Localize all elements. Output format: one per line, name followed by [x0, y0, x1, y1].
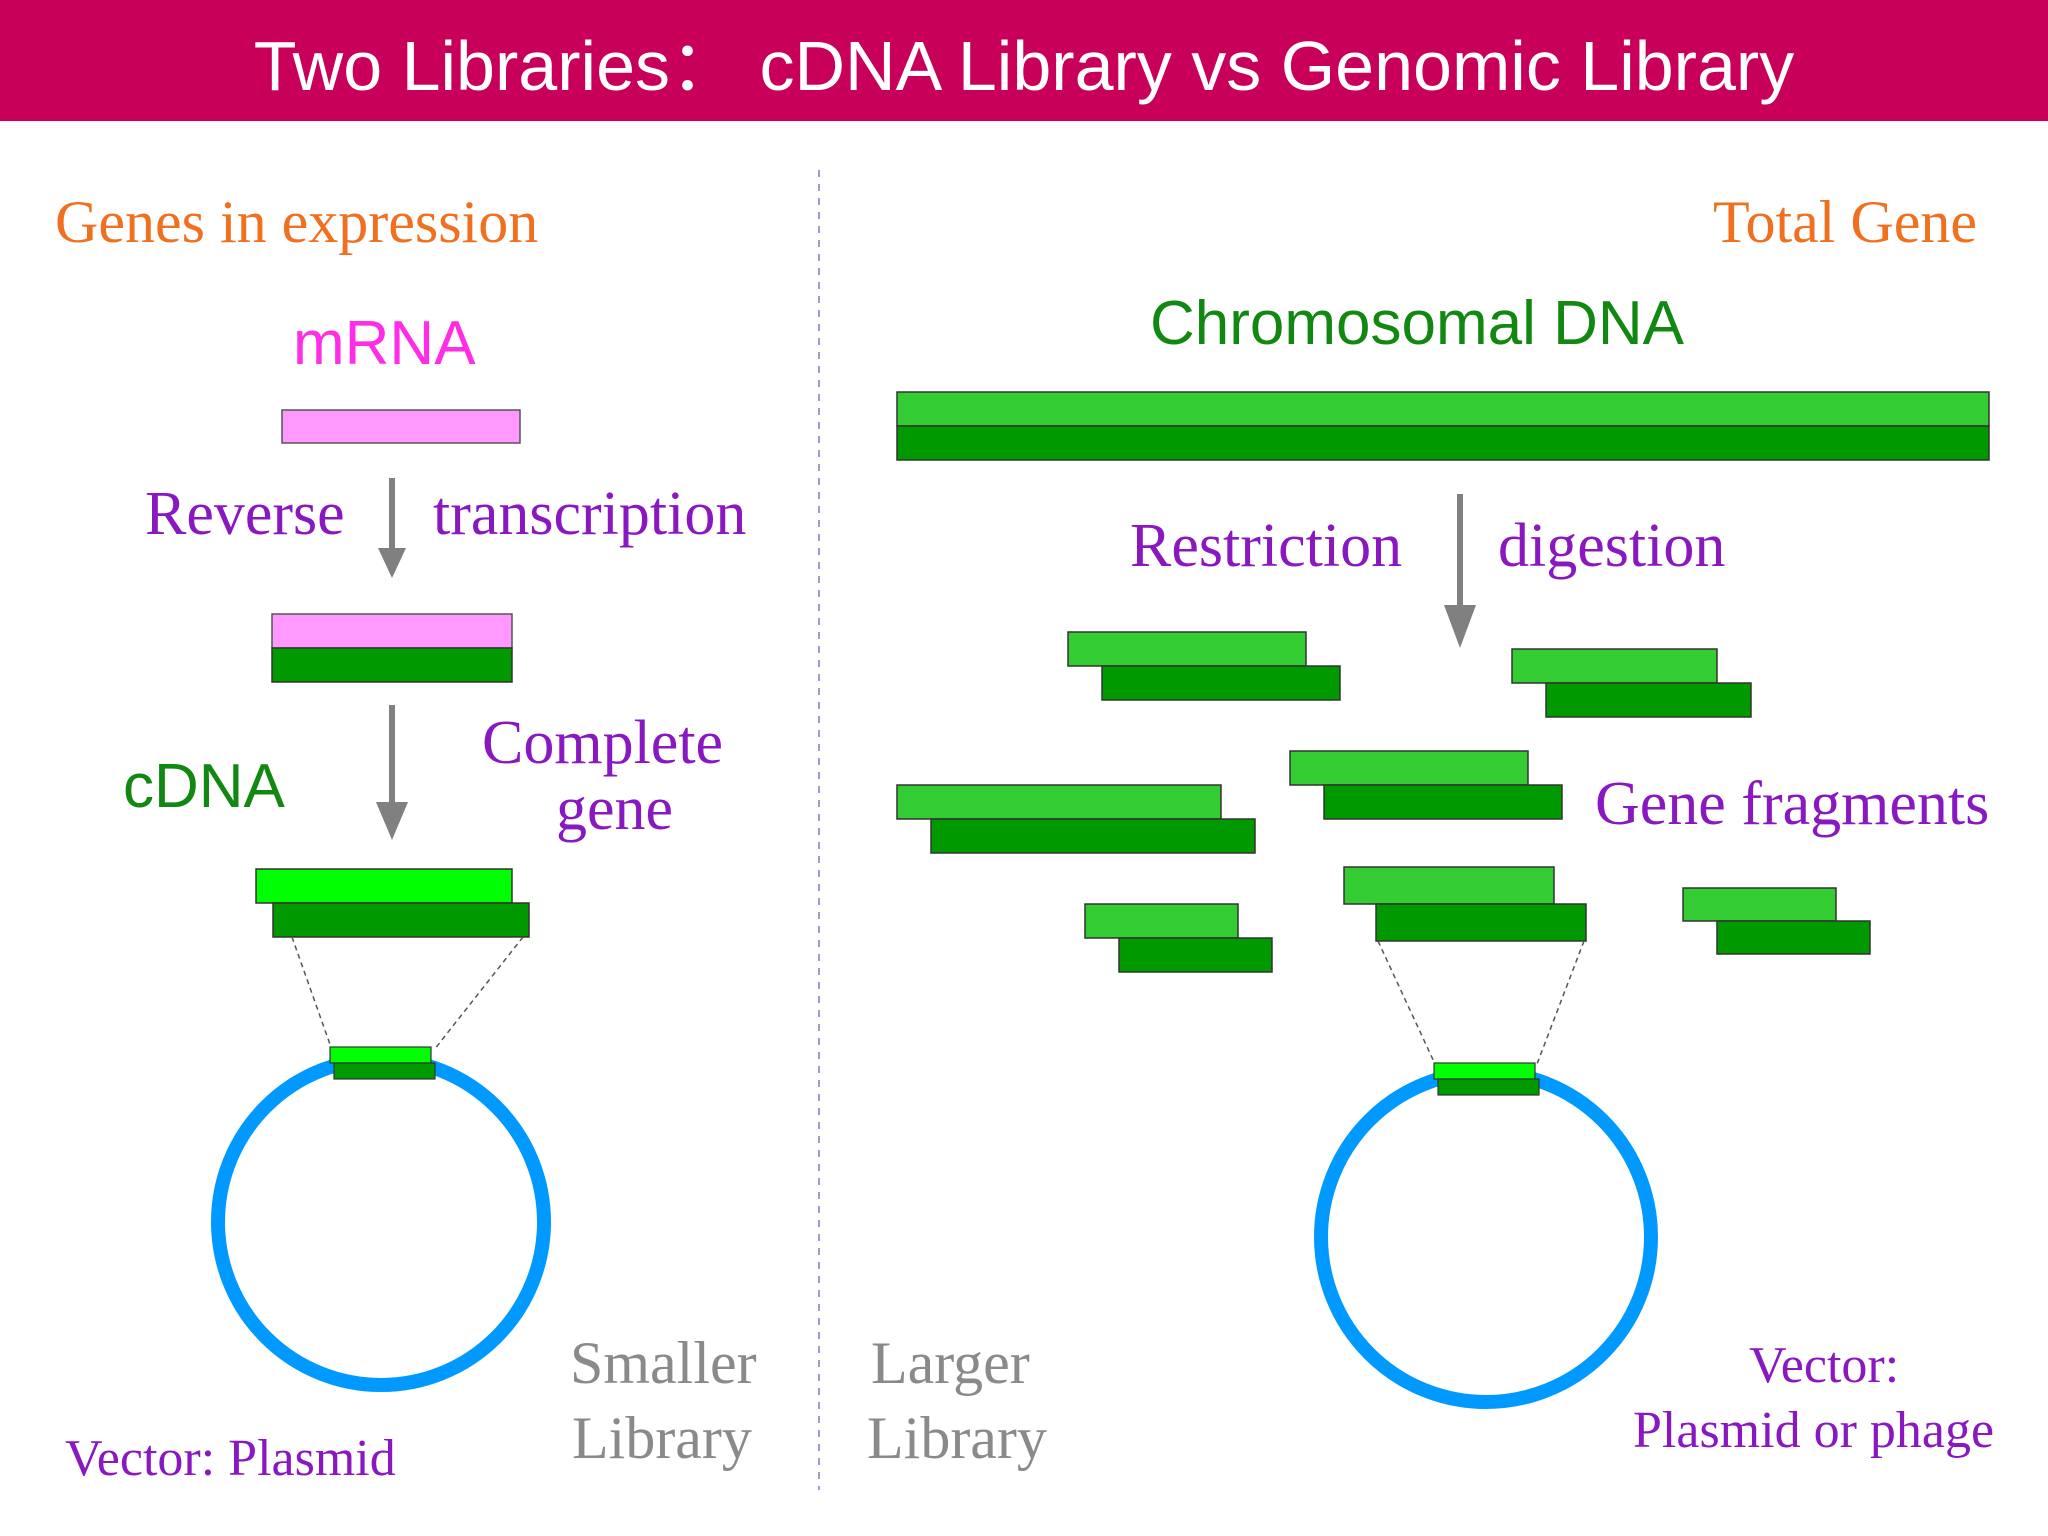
- vector-insert-top: [1433, 1062, 1536, 1080]
- larger-library-line2: Library: [867, 1405, 1047, 1471]
- insert-guide-line: [1377, 940, 1436, 1065]
- cdna-label: cDNA: [123, 752, 285, 821]
- insert-guide-line: [433, 936, 524, 1051]
- gene-fragment: [1343, 866, 1587, 942]
- gene-fragment: [1289, 750, 1563, 820]
- vector-phage-line2: Plasmid or phage: [1633, 1402, 1995, 1459]
- page-title: Two Libraries： cDNA Library vs Genomic L…: [253, 27, 1795, 105]
- gene-fragment: [1084, 903, 1273, 973]
- heading-genes-in-expression: Genes in expression: [55, 189, 539, 255]
- chromosomal-dna-label: Chromosomal DNA: [1150, 289, 1685, 358]
- arrow-icon: [1444, 494, 1476, 648]
- gene-fragment: [1682, 887, 1871, 955]
- plasmid-ring: [211, 1052, 551, 1392]
- title-bar: [0, 0, 2048, 121]
- step-reverse-label: Reverse: [145, 480, 345, 548]
- chromosomal-dna-bottom-strand: [896, 425, 1990, 461]
- plasmid-insert-bottom: [333, 1062, 436, 1080]
- hybrid-cdna-strand: [271, 647, 513, 683]
- gene-fragment: [1067, 631, 1341, 701]
- hybrid-mrna-strand: [271, 613, 513, 649]
- heading-total-gene: Total Gene: [1713, 189, 1978, 255]
- smaller-library-line2: Library: [572, 1405, 752, 1471]
- vector-insert-bottom: [1437, 1078, 1540, 1096]
- smaller-library-line1: Smaller: [570, 1330, 757, 1396]
- vector-phage-line1: Vector:: [1749, 1337, 1900, 1394]
- step-digestion-label: digestion: [1498, 512, 1726, 580]
- cdna-top-strand: [255, 868, 513, 904]
- insert-guide-line: [291, 936, 333, 1051]
- gene-fragments-label: Gene fragments: [1595, 770, 1990, 838]
- plasmid-insert-top: [329, 1046, 432, 1064]
- vector-ring: [1314, 1065, 1658, 1409]
- vector-plasmid-label: Vector: Plasmid: [65, 1430, 396, 1487]
- arrow-icon: [376, 705, 408, 840]
- step-transcription-label: transcription: [433, 480, 747, 548]
- insert-guide-line: [1536, 940, 1585, 1065]
- cdna-bottom-strand: [272, 902, 530, 938]
- larger-library-line1: Larger: [871, 1330, 1030, 1396]
- mrna-label: mRNA: [293, 309, 476, 378]
- mrna-strand: [281, 409, 521, 444]
- chromosomal-dna-top-strand: [896, 391, 1990, 427]
- complete-gene-line2: gene: [556, 775, 674, 843]
- complete-gene-line1: Complete: [482, 709, 724, 777]
- step-restriction-label: Restriction: [1130, 512, 1403, 580]
- gene-fragment: [896, 784, 1256, 854]
- gene-fragment: [1511, 648, 1752, 718]
- arrow-icon: [378, 478, 406, 578]
